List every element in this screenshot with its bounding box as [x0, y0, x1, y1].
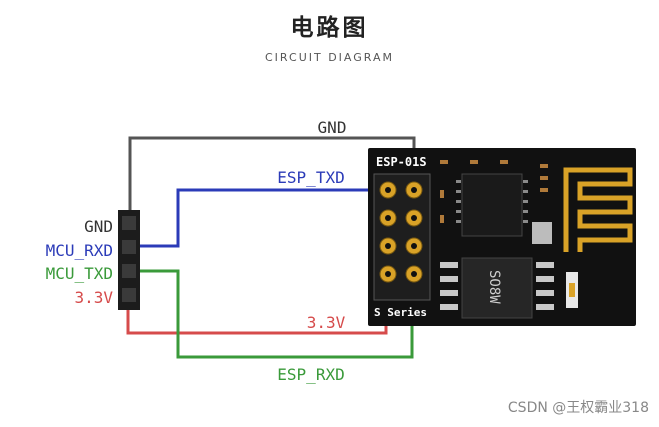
pcb-antenna [563, 167, 633, 252]
rxd-wire [134, 188, 388, 248]
esp01s-module: ESP-01S S Series [368, 148, 636, 326]
v33-wire [126, 292, 388, 335]
diagram-subtitle: CIRCUIT DIAGRAM [265, 51, 394, 64]
wire-label-esp-txd: ESP_TXD [277, 168, 344, 187]
wire-label-3v3: 3.3V [307, 313, 346, 332]
pin-label-mcu-txd: MCU_TXD [46, 264, 113, 283]
pin-label-mcu-rxd: MCU_RXD [46, 241, 113, 260]
module-model-label: ESP-01S [376, 155, 427, 169]
module-series-label: S Series [374, 306, 427, 319]
pin-label-gnd: GND [84, 217, 113, 236]
wire-label-esp-rxd: ESP_RXD [277, 365, 344, 384]
diagram-title: 电路图 [290, 15, 369, 41]
watermark: CSDN @王权霸业318 [507, 400, 649, 416]
wire-label-gnd: GND [318, 118, 347, 137]
pin-label-3v3: 3.3V [74, 288, 113, 307]
flash-chip-label: SO8W [486, 270, 502, 304]
txd-wire [134, 269, 414, 359]
pin-header [118, 210, 140, 310]
